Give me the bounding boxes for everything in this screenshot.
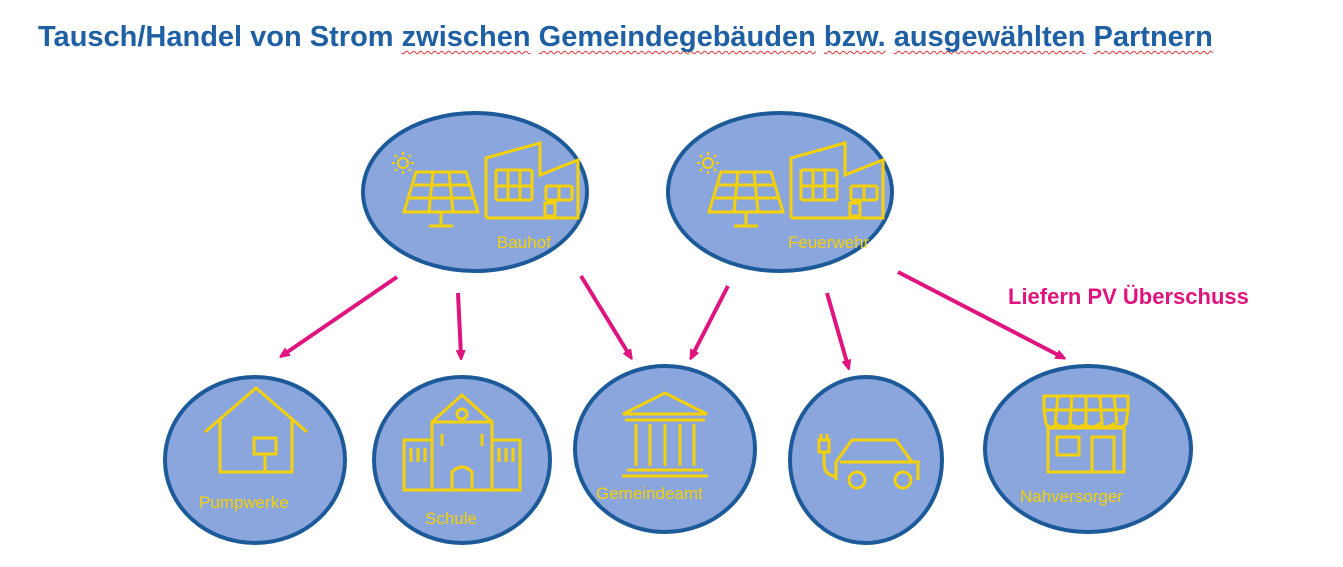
factory-building-icon (484, 141, 580, 220)
title-part-2: zwischen (401, 21, 531, 53)
label-feuerwehr: Feuerwehr (788, 233, 870, 252)
flow-arrows (283, 270, 1062, 366)
title-part-6: Partnern (1093, 21, 1213, 53)
title-part-1: Tausch/Handel von Strom (38, 21, 394, 53)
label-nahversorger: Nahversorger (1020, 487, 1123, 506)
arrow-feuerwehr-gemeindeamt (692, 285, 730, 356)
node-e-auto (788, 375, 944, 545)
arrow-feuerwehr-e-auto (825, 292, 848, 366)
factory-building-icon (789, 141, 885, 220)
arrow-bauhof-schule (458, 292, 461, 356)
node-gemeindeamt: Gemeindeamt (573, 364, 757, 534)
label-bauhof: Bauhof (497, 233, 551, 252)
arrow-bauhof-gemeindeamt (579, 274, 630, 356)
label-pumpwerke: Pumpwerke (199, 493, 289, 512)
title-part-4: bzw. (823, 21, 886, 53)
arrow-feuerwehr-nahversorger (897, 270, 1062, 357)
shop-icon (1042, 394, 1130, 474)
title-part-5: ausgewählten (893, 21, 1086, 53)
sun-icon (392, 152, 414, 174)
node-nahversorger: Nahversorger (983, 364, 1193, 534)
solar-panel-icon (401, 170, 481, 228)
house-icon (204, 386, 308, 474)
arrow-bauhof-pumpwerke (283, 275, 399, 355)
title-part-3: Gemeindegebäuden (538, 21, 816, 53)
node-pumpwerke: Pumpwerke (163, 375, 347, 545)
label-schule: Schule (425, 509, 477, 528)
node-feuerwehr: Feuerwehr (666, 111, 894, 273)
school-icon (402, 392, 522, 492)
label-gemeindeamt: Gemeindeamt (596, 484, 703, 503)
solar-panel-icon (706, 170, 786, 228)
node-schule: Schule (372, 375, 552, 545)
sun-icon (697, 152, 719, 174)
node-bauhof: Bauhof (361, 111, 589, 273)
flow-annotation: Liefern PV Überschuss (1008, 284, 1249, 309)
town-hall-icon (622, 391, 708, 478)
page-title: Tausch/Handel von Strom zwischen Gemeind… (38, 18, 1318, 56)
electric-car-icon (817, 434, 920, 490)
